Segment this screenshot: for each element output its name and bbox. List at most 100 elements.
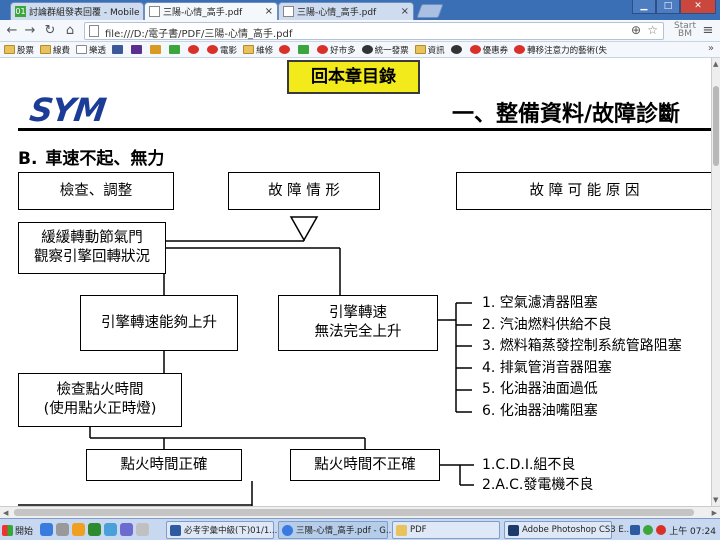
horizontal-scrollbar[interactable]: ◀ ▶	[0, 506, 720, 518]
security-icon[interactable]	[656, 525, 667, 535]
bookmark-item[interactable]: 統一發票	[361, 44, 409, 56]
bookmark-item[interactable]: 樂透	[76, 44, 106, 56]
soccer-icon	[450, 45, 462, 54]
pdf-viewport[interactable]: 回本章目錄 SYM 一、整備資料/故障診斷 B.車速不起、無力	[0, 58, 718, 506]
tab-forum[interactable]: 01 討論群組發表回覆 - Mobile ×	[10, 2, 151, 20]
bookmark-item[interactable]	[188, 45, 201, 54]
address-bar[interactable]: file:///D:/電子書/PDF/三陽-心情_高手.pdf ⊕ ☆	[84, 22, 664, 40]
horizontal-scroll-thumb[interactable]	[14, 509, 694, 516]
scroll-right-icon[interactable]: ▶	[711, 509, 717, 517]
bookmark-item[interactable]: 好市多	[317, 44, 356, 56]
desktop-quicklaunch-icon[interactable]	[136, 523, 149, 536]
bookmark-label: 好市多	[330, 45, 356, 56]
bookmark-item[interactable]: 資訊	[414, 44, 445, 56]
vertical-scrollbar[interactable]: ▲ ▼	[711, 58, 720, 506]
language-icon[interactable]	[630, 525, 641, 535]
chapter-title: 一、整備資料/故障診斷	[452, 102, 681, 127]
youtube-icon	[514, 45, 526, 54]
bookmark-icon	[150, 45, 162, 54]
network-icon[interactable]	[643, 525, 654, 535]
page-icon	[76, 45, 88, 54]
bookmark-label: 股票	[17, 45, 35, 56]
media-quicklaunch-icon[interactable]	[120, 523, 133, 536]
start-label: 開始	[15, 526, 34, 537]
maximize-button[interactable]: □	[656, 0, 680, 14]
bookmark-label: 線費	[53, 45, 71, 56]
close-window-button[interactable]: ✕	[680, 0, 716, 14]
header-label: 檢查、調整	[59, 182, 133, 199]
bookmark-item[interactable]: 線費	[40, 44, 70, 56]
bookmark-item[interactable]	[279, 45, 292, 54]
step-line: 點火時間正確	[120, 456, 208, 473]
bookmark-star-icon[interactable]: ☆	[647, 23, 658, 37]
task-label: Adobe Photoshop CS3 E...	[522, 525, 632, 535]
task-label: PDF	[410, 525, 427, 535]
circle-icon	[279, 45, 291, 54]
bookmark-item[interactable]	[150, 45, 163, 54]
home-icon[interactable]: ⌂	[65, 23, 75, 38]
browser-quicklaunch-icon[interactable]	[104, 523, 117, 536]
flow-triangle	[289, 216, 319, 242]
new-tab-button[interactable]	[416, 4, 444, 18]
zoom-icon[interactable]: ⊕	[630, 23, 641, 37]
minimize-button[interactable]: ▁	[632, 0, 656, 14]
folder-quicklaunch-icon[interactable]	[56, 523, 69, 536]
header-label: 故 障 情 形	[268, 182, 340, 199]
bookmark-label: 維修	[256, 45, 274, 56]
reload-icon[interactable]: ↻	[44, 23, 56, 38]
section-name: 車速不起、無力	[45, 149, 165, 169]
scroll-up-icon[interactable]: ▲	[713, 60, 719, 68]
bookmark-item[interactable]	[298, 45, 311, 54]
bookmark-item[interactable]	[450, 45, 464, 54]
bookmark-label: 資訊	[427, 45, 445, 56]
forward-arrow-icon[interactable]: →	[24, 23, 36, 38]
tab-pdf-active[interactable]: 三陽-心情_高手.pdf ×	[144, 2, 278, 20]
gmail-icon	[169, 45, 181, 54]
navigation-toolbar: ← → ↻ ⌂ file:///D:/電子書/PDF/三陽-心情_高手.pdf …	[0, 20, 720, 42]
taskbar-item-photoshop[interactable]: Adobe Photoshop CS3 E...	[504, 521, 632, 539]
bookmark-item[interactable]: 電影	[207, 44, 237, 56]
app-quicklaunch-icon[interactable]	[72, 523, 85, 536]
step-line: 點火時間不正確	[314, 456, 416, 473]
wrench-menu-icon[interactable]: ≡	[702, 23, 714, 38]
taskbar-item-chrome[interactable]: 三陽-心情_高手.pdf - G...	[278, 521, 394, 539]
bookmark-item[interactable]	[131, 45, 144, 54]
bookmark-item[interactable]: 股票	[4, 44, 34, 56]
close-icon[interactable]: ×	[400, 6, 409, 17]
receipt-icon	[361, 45, 373, 54]
bookmark-label: 統一發票	[374, 45, 409, 56]
cause-item: 5. 化油器油面過低	[482, 381, 598, 397]
step-line: 引擎轉速	[329, 305, 387, 321]
scroll-down-icon[interactable]: ▼	[713, 496, 719, 504]
bookmark-item[interactable]: 維修	[243, 44, 273, 56]
scroll-left-icon[interactable]: ◀	[3, 509, 9, 517]
ie-quicklaunch-icon[interactable]	[88, 523, 101, 536]
taskbar-item-vocab[interactable]: 必考字彙中級(下)01/1...	[166, 521, 277, 539]
tab-title: 討論群組發表回覆 - Mobile	[29, 8, 140, 18]
coupon-icon	[469, 45, 481, 54]
chrome-quicklaunch-icon[interactable]	[40, 523, 53, 536]
bookmark-item[interactable]	[112, 45, 125, 54]
bookmark-item[interactable]: 優惠券	[469, 44, 508, 56]
windows-logo-icon	[2, 524, 13, 536]
folder-icon	[243, 45, 255, 54]
yahoo-icon	[131, 45, 143, 54]
close-icon[interactable]: ×	[264, 6, 273, 17]
cause-item: 1.C.D.I.組不良	[482, 457, 576, 473]
back-to-chapter-button[interactable]: 回本章目錄	[287, 60, 420, 94]
tab-pdf-second[interactable]: 三陽-心情_高手.pdf ×	[278, 2, 414, 20]
step-line: 引擎轉速能夠上升	[101, 314, 217, 331]
tab-title: 三陽-心情_高手.pdf	[297, 8, 377, 18]
task-label: 三陽-心情_高手.pdf - G...	[296, 526, 394, 536]
more-bookmarks-icon[interactable]: »	[707, 43, 714, 54]
check-icon	[207, 45, 219, 54]
bookmark-item[interactable]: 轉移注意力的藝術(失	[514, 44, 607, 56]
vertical-scroll-thumb[interactable]	[713, 86, 719, 166]
flowchart-connectors	[18, 216, 474, 506]
back-arrow-icon[interactable]: ←	[6, 23, 18, 38]
taskbar-item-folder[interactable]: PDF	[392, 521, 500, 539]
start-button[interactable]: 開始	[0, 521, 36, 539]
bookmark-item[interactable]	[169, 45, 182, 54]
